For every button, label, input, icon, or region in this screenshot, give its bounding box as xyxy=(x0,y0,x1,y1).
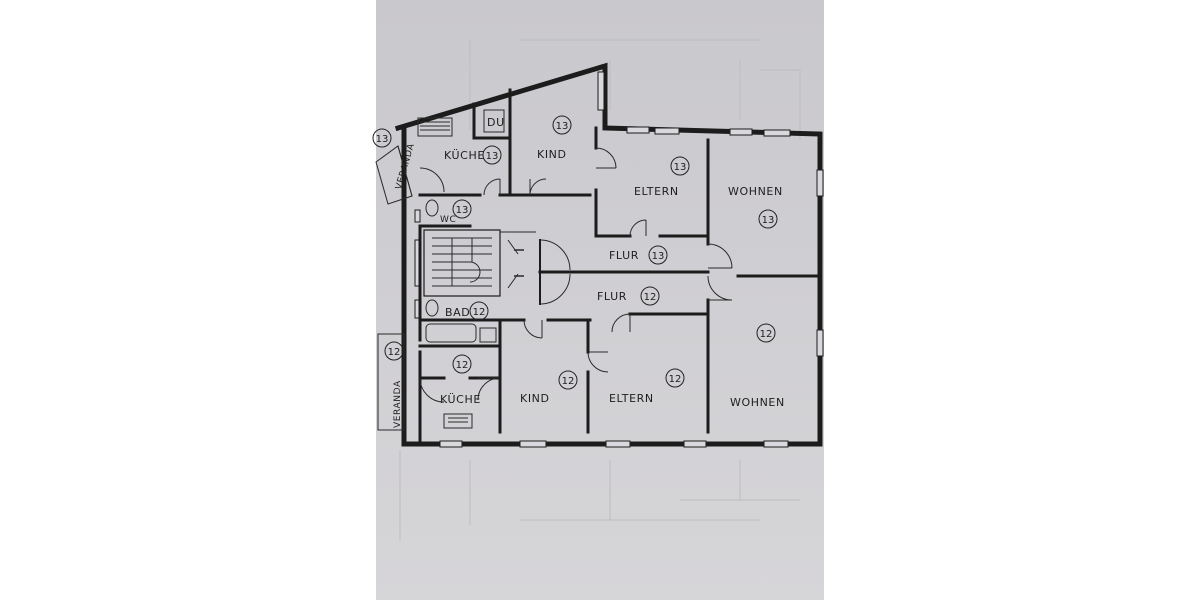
room-number: 13 xyxy=(376,134,389,145)
room-du-13: DU xyxy=(487,116,505,129)
room-number: 13 xyxy=(456,205,469,216)
room-label: WC xyxy=(440,215,456,225)
room-label: ELTERN xyxy=(634,185,679,198)
veranda-lower xyxy=(377,333,405,431)
ghost-lines xyxy=(399,39,801,540)
staircase xyxy=(432,231,536,289)
room-number: 12 xyxy=(669,374,682,385)
room-label: KÜCHE xyxy=(440,393,481,406)
room-number: 12 xyxy=(760,329,773,340)
room-eltern-12: 12 ELTERN xyxy=(609,368,685,405)
room-eltern-13: 13 ELTERN xyxy=(634,156,690,198)
room-kueche-13: KÜCHE 13 xyxy=(444,145,502,165)
room-label: WOHNEN xyxy=(728,185,783,198)
room-number: 13 xyxy=(652,251,665,262)
room-number: 13 xyxy=(486,151,499,162)
room-number: 12 xyxy=(456,360,469,371)
fixtures xyxy=(417,109,505,429)
room-bad-12: BAD 12 xyxy=(445,301,489,321)
room-flur-12: FLUR 12 xyxy=(597,286,660,306)
room-wohnen-12: 12 WOHNEN xyxy=(730,323,785,409)
room-label: VERANDA xyxy=(394,142,417,191)
door-swings xyxy=(419,147,733,403)
room-label: VERANDA xyxy=(393,380,403,428)
room-wohnen-13: WOHNEN 13 xyxy=(728,185,783,229)
outer-walls xyxy=(394,62,823,447)
room-flur-13: FLUR 13 xyxy=(609,245,668,265)
room-number: 12 xyxy=(562,376,575,387)
veranda-upper xyxy=(375,145,413,205)
room-kind-12: 12 KIND xyxy=(520,370,578,405)
room-number: 12 xyxy=(388,347,401,358)
room-label: WOHNEN xyxy=(730,396,785,409)
room-kueche-12: 12 KÜCHE xyxy=(440,354,481,406)
room-wc-13: 13 WC xyxy=(440,199,472,225)
room-veranda-12: 12 VERANDA xyxy=(384,341,404,428)
room-label: ELTERN xyxy=(609,392,654,405)
room-kind-13: 13 KIND xyxy=(537,115,572,161)
room-label: BAD xyxy=(445,306,470,319)
room-number: 13 xyxy=(556,121,569,132)
room-number: 13 xyxy=(674,162,687,173)
room-label: KÜCHE xyxy=(444,149,485,162)
room-label: FLUR xyxy=(597,290,627,303)
room-number: 12 xyxy=(473,307,486,318)
room-number: 13 xyxy=(762,215,775,226)
room-label: FLUR xyxy=(609,249,639,262)
room-number: 12 xyxy=(644,292,657,303)
room-label: KIND xyxy=(537,148,567,161)
interior-walls xyxy=(418,88,820,442)
room-label: DU xyxy=(487,116,505,129)
windows xyxy=(414,71,824,448)
room-label: KIND xyxy=(520,392,550,405)
